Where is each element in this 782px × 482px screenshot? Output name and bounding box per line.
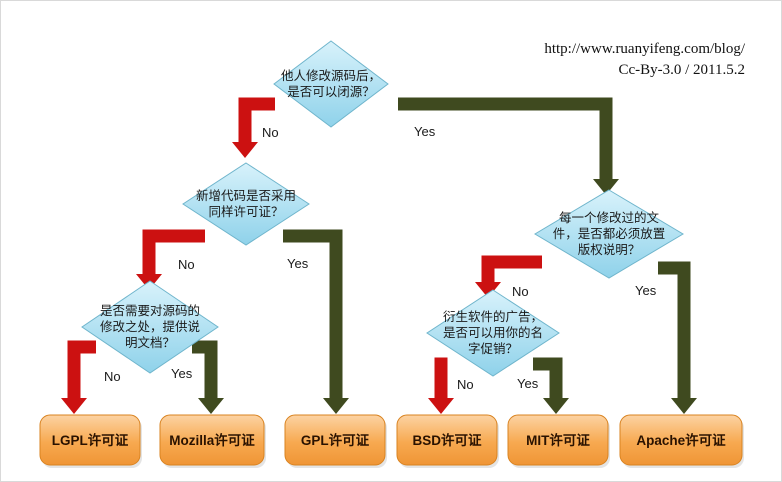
decision-d1-line-2: 是否可以闭源？ — [287, 84, 375, 99]
edge-e2-yes: Yes — [398, 97, 619, 195]
edge-e8-arrowhead — [671, 398, 697, 414]
edge-e7-stem — [481, 255, 495, 282]
license-apache-label: Apache许可证 — [636, 432, 726, 448]
edge-e7-no: No — [475, 255, 542, 299]
decision-d1-line-1: 他人修改源码后， — [281, 68, 381, 83]
decision-d2-line-2: 同样许可证？ — [208, 204, 283, 219]
edge-e2-horizontal — [398, 97, 613, 111]
license-bsd-label: BSD许可证 — [412, 432, 482, 448]
decision-d5-line-2: 是否可以用你的名 — [443, 325, 543, 340]
edge-e5-no: No — [61, 340, 121, 414]
edge-e9-stem — [434, 357, 448, 398]
decision-d5-line-1: 衍生软件的广告， — [443, 309, 543, 324]
license-lgpl-box — [39, 414, 141, 466]
edge-e8-yes: Yes — [635, 261, 697, 414]
edge-e3-horizontal — [142, 229, 205, 243]
license-mit-label: MIT许可证 — [526, 432, 590, 448]
credit-license: Cc-By-3.0 / 2011.5.2 — [618, 62, 745, 78]
edge-e6-arrowhead — [198, 398, 224, 414]
edge-e8-stem — [677, 261, 691, 398]
edge-e10-stem — [549, 357, 563, 398]
edge-e6-yes: Yes — [171, 340, 224, 414]
license-mozilla-label: Mozilla许可证 — [169, 432, 255, 448]
edge-e4-yes: Yes — [283, 229, 349, 414]
edge-e4-arrowhead — [323, 398, 349, 414]
license-lgpl-label: LGPL许可证 — [52, 432, 129, 448]
edge-e10-arrowhead — [543, 398, 569, 414]
edge-e6-label: Yes — [171, 366, 193, 381]
decision-d5-shape — [426, 289, 560, 377]
edge-e1-no: No — [232, 97, 279, 158]
license-mozilla-box — [159, 414, 265, 466]
decision-d5-line-3: 字促销？ — [468, 341, 518, 356]
edge-e5-stem — [67, 340, 81, 398]
license-apache: Apache许可证 — [619, 414, 744, 468]
edge-e10-yes: Yes — [517, 357, 569, 414]
edge-e3-stem — [142, 229, 156, 274]
license-mozilla: Mozilla许可证 — [159, 414, 266, 468]
decision-d4-shape — [534, 189, 684, 279]
decision-d1-shape — [273, 40, 389, 128]
decision-d3-line-1: 是否需要对源码的 — [100, 303, 200, 318]
decision-d1: 他人修改源码后，是否可以闭源？ — [273, 40, 389, 128]
edge-e2-label: Yes — [414, 124, 436, 139]
edge-e2-arrowhead — [593, 179, 619, 195]
edge-e3-label: No — [178, 257, 195, 272]
edge-e9-label: No — [457, 377, 474, 392]
edge-e4-stem — [329, 229, 343, 398]
decision-d2-line-1: 新增代码是否采用 — [196, 188, 296, 203]
edge-e4-label: Yes — [287, 256, 309, 271]
decision-d3-line-2: 修改之处，提供说 — [100, 319, 200, 334]
credit-url: http://www.ruanyifeng.com/blog/ — [544, 41, 745, 57]
license-gpl-box — [284, 414, 386, 466]
edge-e7-label: No — [512, 284, 529, 299]
decision-d4-line-2: 件，是否都必须放置 — [553, 226, 666, 241]
edge-e1-arrowhead — [232, 142, 258, 158]
edge-e10-label: Yes — [517, 376, 539, 391]
edge-e4-horizontal — [283, 229, 343, 243]
decision-d3-shape — [81, 280, 219, 374]
edge-e2-stem — [599, 97, 613, 179]
edge-e7-horizontal — [481, 255, 542, 269]
edge-e9-no: No — [428, 357, 474, 414]
edge-e5-label: No — [104, 369, 121, 384]
edge-e7-arrowhead — [475, 282, 501, 298]
edge-e1-label: No — [262, 125, 279, 140]
license-mit-box — [507, 414, 609, 466]
edge-e1-stem — [238, 97, 252, 142]
decision-d4-line-1: 每一个修改过的文 — [559, 210, 660, 225]
license-bsd-box — [396, 414, 498, 466]
license-mit: MIT许可证 — [507, 414, 610, 468]
license-lgpl: LGPL许可证 — [39, 414, 142, 468]
edge-e9-arrowhead — [428, 398, 454, 414]
decision-d4-line-3: 版权说明？ — [578, 242, 641, 257]
license-gpl: GPL许可证 — [284, 414, 387, 468]
decision-d2-shape — [182, 162, 310, 246]
edge-e8-label: Yes — [635, 283, 657, 298]
edge-e3-no: No — [136, 229, 205, 290]
decision-d3-line-3: 明文档？ — [125, 335, 175, 350]
edge-e5-arrowhead — [61, 398, 87, 414]
license-gpl-label: GPL许可证 — [301, 432, 370, 448]
license-apache-box — [619, 414, 743, 466]
edge-e6-stem — [204, 340, 218, 398]
license-bsd: BSD许可证 — [396, 414, 499, 468]
